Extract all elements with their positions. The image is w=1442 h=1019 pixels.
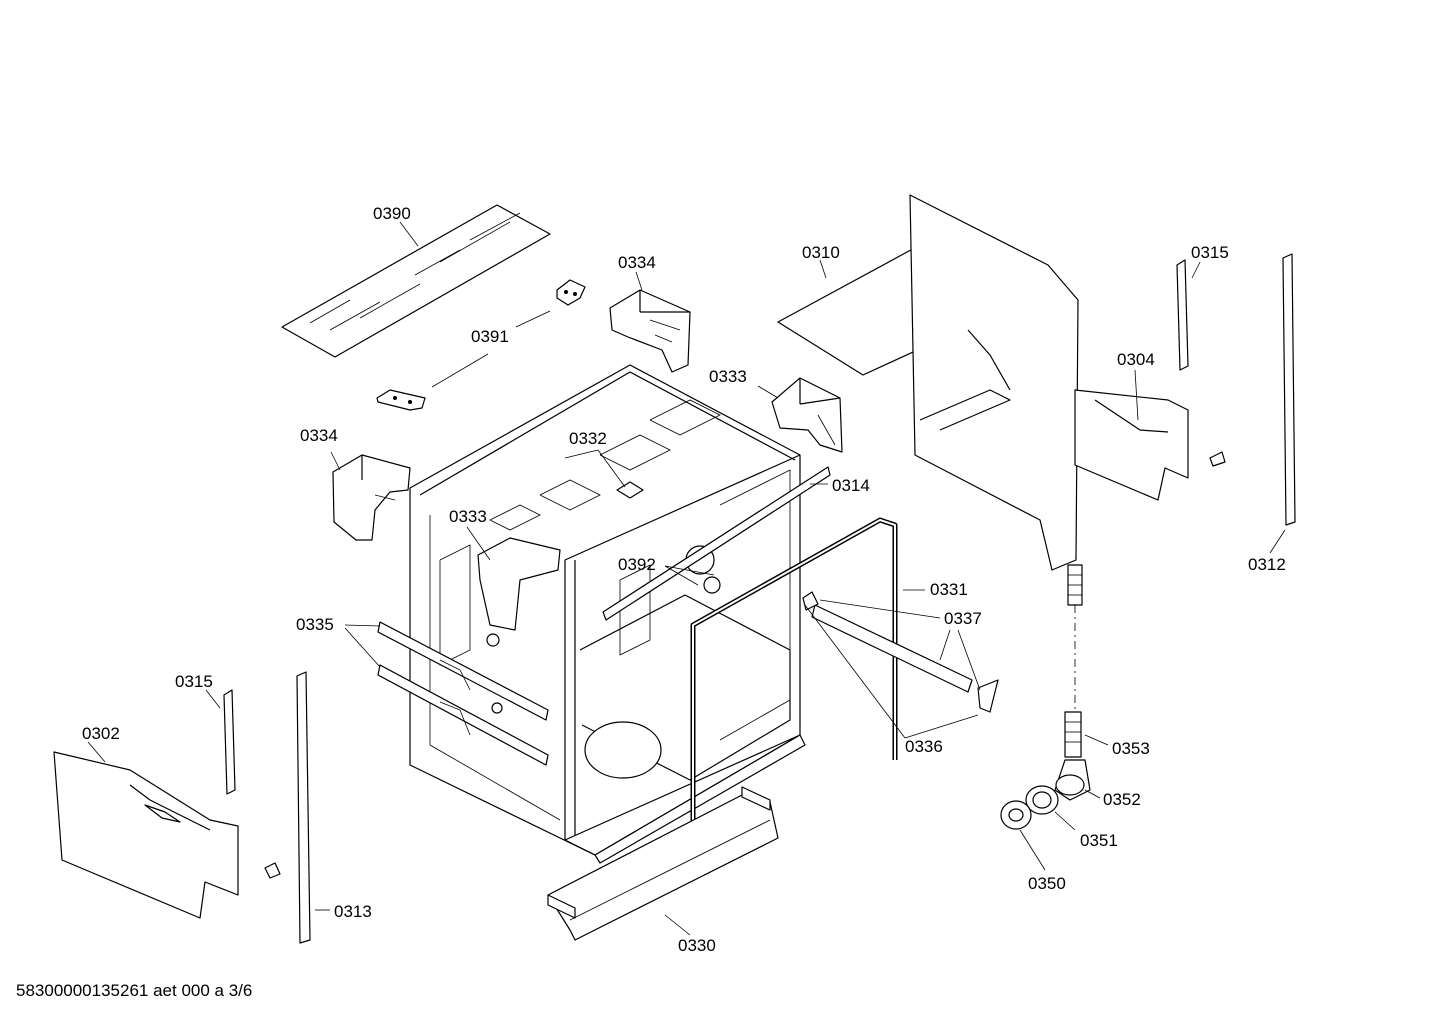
leader-0315b bbox=[205, 689, 221, 709]
leader-0337b bbox=[939, 629, 951, 661]
leader-0391a bbox=[515, 310, 551, 328]
leader-0353 bbox=[1084, 734, 1109, 746]
label-0334-lower: 0334 bbox=[300, 426, 338, 445]
label-0331: 0331 bbox=[930, 580, 968, 599]
part-0330-base-plate bbox=[547, 786, 779, 941]
label-0351: 0351 bbox=[1080, 831, 1118, 850]
label-0313: 0313 bbox=[334, 902, 372, 921]
part-0312-side-strip bbox=[1282, 253, 1296, 526]
leader-0333b bbox=[466, 526, 491, 561]
leader-0352 bbox=[1084, 789, 1101, 799]
label-0330: 0330 bbox=[678, 936, 716, 955]
leader-0310 bbox=[819, 259, 827, 279]
leader-0350 bbox=[1019, 829, 1046, 871]
label-0353: 0353 bbox=[1112, 739, 1150, 758]
part-0310-top-panel bbox=[777, 194, 1079, 571]
part-0391-bracket-upper bbox=[556, 279, 586, 306]
leader-0391b bbox=[431, 353, 489, 388]
leader-0332 bbox=[597, 449, 626, 488]
label-0302: 0302 bbox=[82, 724, 120, 743]
label-0335: 0335 bbox=[296, 615, 334, 634]
leader-0330 bbox=[664, 914, 691, 936]
screw-right-icon bbox=[1209, 451, 1226, 467]
part-0353-drain-hose bbox=[1064, 564, 1083, 758]
leader-0334b bbox=[330, 451, 341, 471]
leader-0336b bbox=[904, 714, 979, 739]
leader-0315a bbox=[1191, 261, 1201, 279]
part-0331-door-seal bbox=[690, 517, 898, 870]
part-0302-side-panel bbox=[53, 751, 239, 919]
label-0333-lower: 0333 bbox=[449, 507, 487, 526]
leader-0312 bbox=[1269, 529, 1286, 554]
part-0334-hinge-cover-upper bbox=[609, 289, 691, 373]
label-0310: 0310 bbox=[802, 243, 840, 262]
leader-0337c bbox=[957, 629, 981, 691]
label-0336: 0336 bbox=[905, 737, 943, 756]
part-0351-ring bbox=[1025, 785, 1059, 815]
label-0337: 0337 bbox=[944, 609, 982, 628]
part-0334-hinge-cover-lower bbox=[332, 454, 411, 541]
leader-0336a bbox=[804, 604, 906, 739]
label-0333-upper: 0333 bbox=[709, 367, 747, 386]
part-0390-insulation-mat bbox=[281, 204, 551, 358]
part-0315-side-strip-left bbox=[223, 689, 236, 795]
leader-0390 bbox=[399, 221, 419, 247]
screw-left-icon bbox=[264, 862, 281, 879]
part-0304-side-panel bbox=[1074, 389, 1189, 501]
part-0391-bracket-lower bbox=[376, 389, 426, 411]
leader-0334a bbox=[635, 271, 643, 291]
label-0315-left: 0315 bbox=[175, 672, 213, 691]
leader-0333a bbox=[757, 385, 779, 399]
part-0313-side-strip bbox=[296, 671, 311, 944]
label-0352: 0352 bbox=[1103, 790, 1141, 809]
leader-0337a bbox=[819, 599, 941, 619]
label-0332: 0332 bbox=[569, 429, 607, 448]
part-0315-side-strip-right bbox=[1176, 259, 1189, 371]
leader-0302 bbox=[87, 741, 106, 763]
label-0350: 0350 bbox=[1028, 874, 1066, 893]
leader-0335a bbox=[344, 624, 381, 627]
leader-0332b bbox=[564, 449, 599, 459]
label-0334-upper: 0334 bbox=[618, 253, 656, 272]
part-0314-seal-strip bbox=[602, 466, 831, 621]
leader-0351 bbox=[1054, 811, 1076, 831]
label-0304: 0304 bbox=[1117, 350, 1155, 369]
label-0315-right: 0315 bbox=[1191, 243, 1229, 262]
label-0392: 0392 bbox=[618, 555, 656, 574]
part-0337-rail bbox=[802, 591, 999, 713]
part-0333-cover-upper bbox=[771, 377, 843, 453]
drawing-reference-number: 58300000135261 aet 000 a 3/6 bbox=[16, 981, 253, 1000]
leader-0335b bbox=[344, 627, 381, 668]
label-0314: 0314 bbox=[832, 476, 870, 495]
label-0391: 0391 bbox=[471, 327, 509, 346]
part-0335-rails bbox=[377, 621, 549, 766]
leader-0392b bbox=[664, 565, 715, 576]
leader-0392 bbox=[664, 565, 699, 586]
part-0352-elbow bbox=[1054, 759, 1091, 801]
leader-0304 bbox=[1134, 369, 1139, 421]
label-0390: 0390 bbox=[373, 204, 411, 223]
part-0350-cap bbox=[1000, 800, 1032, 830]
label-0312: 0312 bbox=[1248, 555, 1286, 574]
